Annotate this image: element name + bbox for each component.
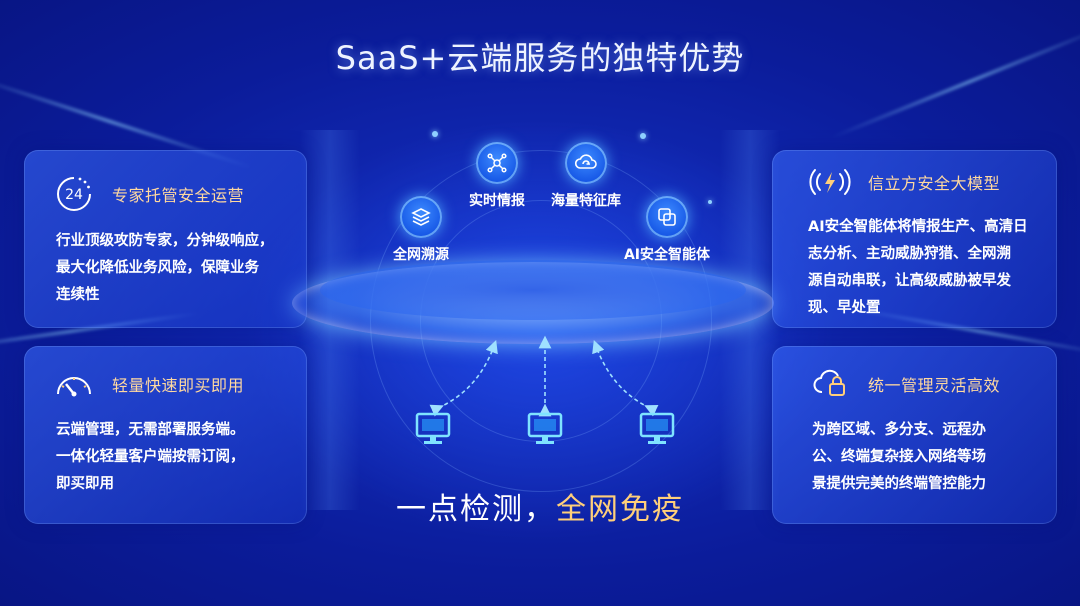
card-unified-management bbox=[772, 346, 1057, 524]
card-title: 统一管理灵活高效 bbox=[868, 376, 1001, 395]
card-security-model bbox=[772, 150, 1057, 328]
monitor-icon bbox=[639, 412, 675, 444]
monitor-icon bbox=[527, 412, 563, 444]
card-expert-ops bbox=[24, 150, 307, 328]
24h-icon: 24 bbox=[52, 172, 96, 216]
monitor-icon bbox=[415, 412, 451, 444]
node-intel[interactable]: 实时情报 bbox=[459, 142, 535, 210]
card-lightweight bbox=[24, 346, 307, 524]
card-header: 24 专家托管安全运营 bbox=[52, 172, 244, 216]
sparkle-dot bbox=[640, 133, 646, 139]
node-trace[interactable]: 全网溯源 bbox=[383, 196, 459, 264]
card-body: 为跨区域、多分支、远程办公、终端复杂接入网络等场景提供完美的终端管控能力 bbox=[812, 422, 986, 492]
sparkle-dot bbox=[708, 200, 712, 204]
node-label: AI安全智能体 bbox=[623, 247, 711, 263]
signal-icon bbox=[808, 160, 852, 204]
card-header: 轻量快速即买即用 bbox=[52, 362, 244, 406]
card-title: 信立方安全大模型 bbox=[868, 174, 1001, 193]
card-title: 专家托管安全运营 bbox=[112, 186, 245, 205]
node-signature-db[interactable]: 海量特征库 bbox=[540, 142, 632, 210]
windows-icon bbox=[646, 196, 688, 238]
card-body: 行业顶级攻防专家，分钟级响应，最大化降低业务风险，保障业务连续性 bbox=[56, 233, 274, 303]
sparkle-dot bbox=[432, 131, 438, 137]
cloud-lock-icon bbox=[808, 362, 852, 406]
cloud-sync-icon bbox=[565, 142, 607, 184]
sync-arrows bbox=[429, 335, 659, 417]
layers-icon bbox=[400, 196, 442, 238]
platform-disc-inner bbox=[320, 260, 746, 320]
card-title: 轻量快速即买即用 bbox=[112, 376, 245, 395]
node-label: 全网溯源 bbox=[393, 247, 449, 263]
card-header: 信立方安全大模型 bbox=[808, 160, 1000, 204]
card-body: AI安全智能体将情报生产、高清日志分析、主动威胁狩猎、全网溯源自动串联，让高级威… bbox=[808, 219, 1028, 316]
slogan: 一点检测，全网免疫 bbox=[0, 484, 1080, 528]
card-body: 云端管理，无需部署服务端。一体化轻量客户端按需订阅，即买即用 bbox=[56, 422, 245, 492]
speedometer-icon bbox=[52, 362, 96, 406]
network-icon bbox=[476, 142, 518, 184]
svg-text:24: 24 bbox=[65, 187, 83, 203]
slogan-part2: 全网免疫 bbox=[556, 492, 684, 527]
node-label: 实时情报 bbox=[469, 193, 525, 209]
node-label: 海量特征库 bbox=[551, 193, 621, 209]
node-ai-agent[interactable]: AI安全智能体 bbox=[612, 196, 722, 264]
card-header: 统一管理灵活高效 bbox=[808, 362, 1000, 406]
page-title: SaaS+云端服务的独特优势 bbox=[335, 39, 745, 77]
slogan-part1: 一点检测， bbox=[396, 492, 556, 527]
